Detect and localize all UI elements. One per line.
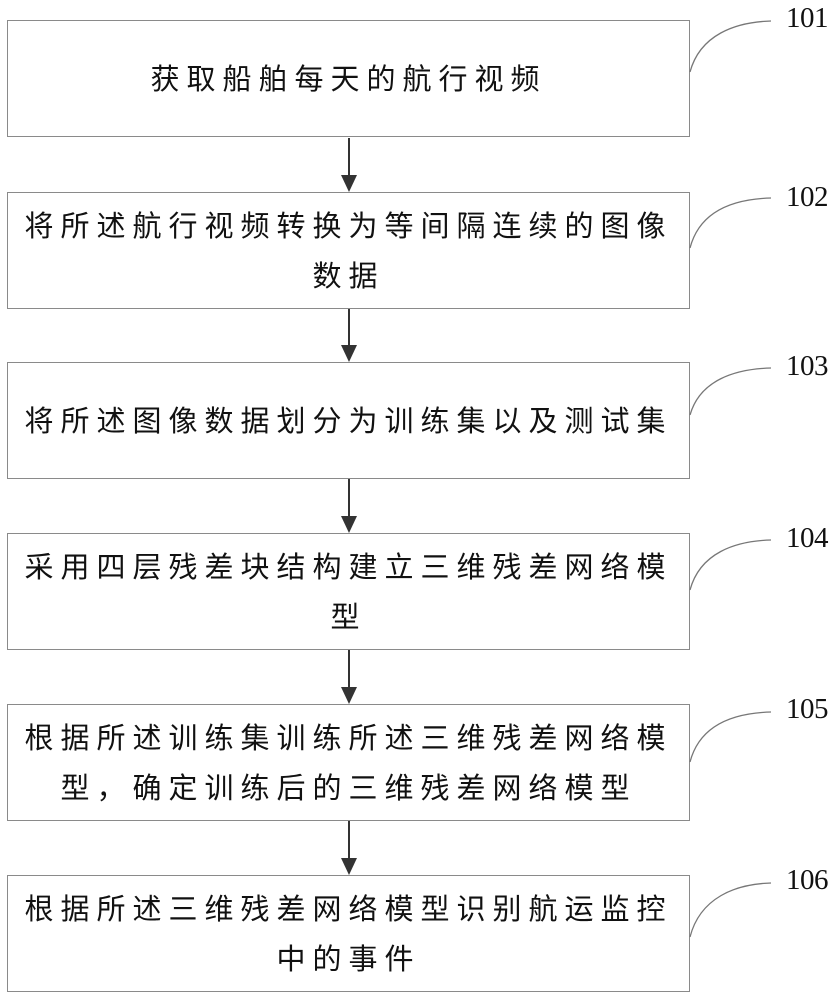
leader-102 (689, 197, 772, 249)
arrow-105-106 (341, 821, 357, 875)
step-text: 根据所述三维残差网络模型识别航运监控中的事件 (24, 891, 673, 976)
step-label-104: 104 (786, 522, 829, 554)
step-box-102: 将所述航行视频转换为等间隔连续的图像数据 (7, 192, 690, 309)
step-box-105: 根据所述训练集训练所述三维残差网络模型，确定训练后的三维残差网络模型 (7, 704, 690, 821)
leader-104 (689, 539, 772, 591)
arrow-104-105 (341, 650, 357, 704)
step-box-104: 采用四层残差块结构建立三维残差网络模型 (7, 533, 690, 650)
arrow-101-102 (341, 138, 357, 192)
step-box-103: 将所述图像数据划分为训练集以及测试集 (7, 362, 690, 479)
step-text: 获取船舶每天的航行视频 (150, 61, 547, 96)
step-label-102: 102 (786, 181, 829, 213)
step-label-105: 105 (786, 693, 829, 725)
step-label-103: 103 (786, 350, 829, 382)
step-text: 根据所述训练集训练所述三维残差网络模型，确定训练后的三维残差网络模型 (24, 720, 673, 805)
step-label-106: 106 (786, 864, 829, 896)
arrow-102-103 (341, 309, 357, 362)
step-box-101: 获取船舶每天的航行视频 (7, 20, 690, 137)
step-text: 将所述航行视频转换为等间隔连续的图像数据 (24, 208, 673, 293)
step-box-106: 根据所述三维残差网络模型识别航运监控中的事件 (7, 875, 690, 992)
leader-106 (689, 882, 772, 938)
leader-105 (689, 711, 772, 763)
leader-101 (689, 20, 772, 73)
leader-103 (689, 367, 772, 416)
step-label-101: 101 (786, 2, 829, 34)
step-text: 将所述图像数据划分为训练集以及测试集 (24, 403, 673, 438)
arrow-103-104 (341, 479, 357, 533)
step-text: 采用四层残差块结构建立三维残差网络模型 (24, 549, 673, 634)
